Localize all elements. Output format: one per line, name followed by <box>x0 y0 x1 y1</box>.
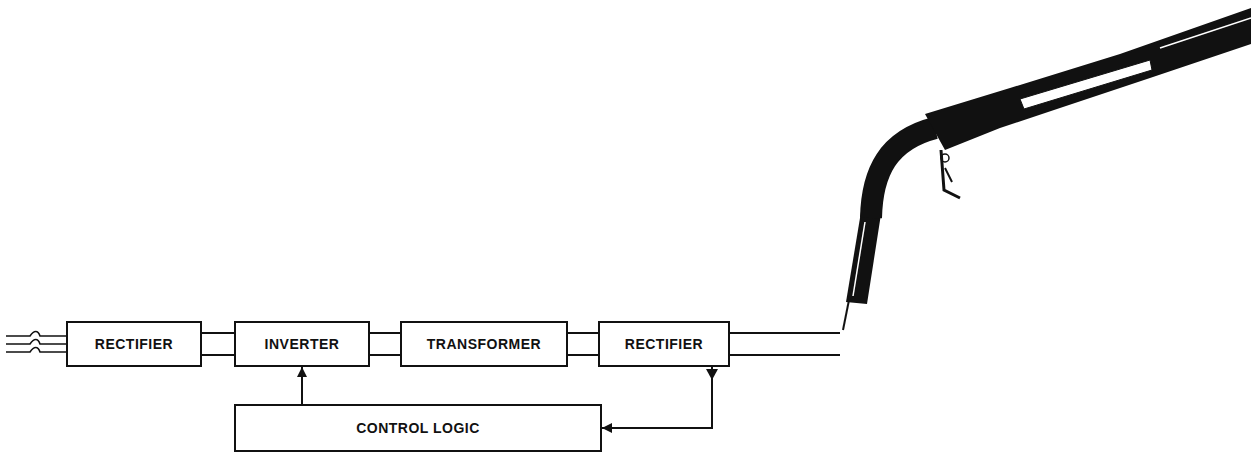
box-label: INVERTER <box>265 336 340 353</box>
power-bus <box>370 333 400 355</box>
process-box: INVERTER <box>234 321 370 367</box>
control-box: CONTROL LOGIC <box>234 404 602 452</box>
ac-input-lines <box>6 332 66 353</box>
signal-arrow <box>602 367 712 428</box>
output-cables <box>730 333 840 355</box>
torch <box>843 8 1251 330</box>
process-box: RECTIFIER <box>66 321 202 367</box>
box-label: TRANSFORMER <box>427 336 541 353</box>
power-bus <box>568 333 598 355</box>
process-box: TRANSFORMER <box>400 321 568 367</box>
power-bus <box>202 333 234 355</box>
process-box: RECTIFIER <box>598 321 730 367</box>
box-label: RECTIFIER <box>625 336 703 353</box>
box-label: RECTIFIER <box>95 336 173 353</box>
box-label: CONTROL LOGIC <box>356 420 480 437</box>
signal-arrow <box>301 367 303 404</box>
